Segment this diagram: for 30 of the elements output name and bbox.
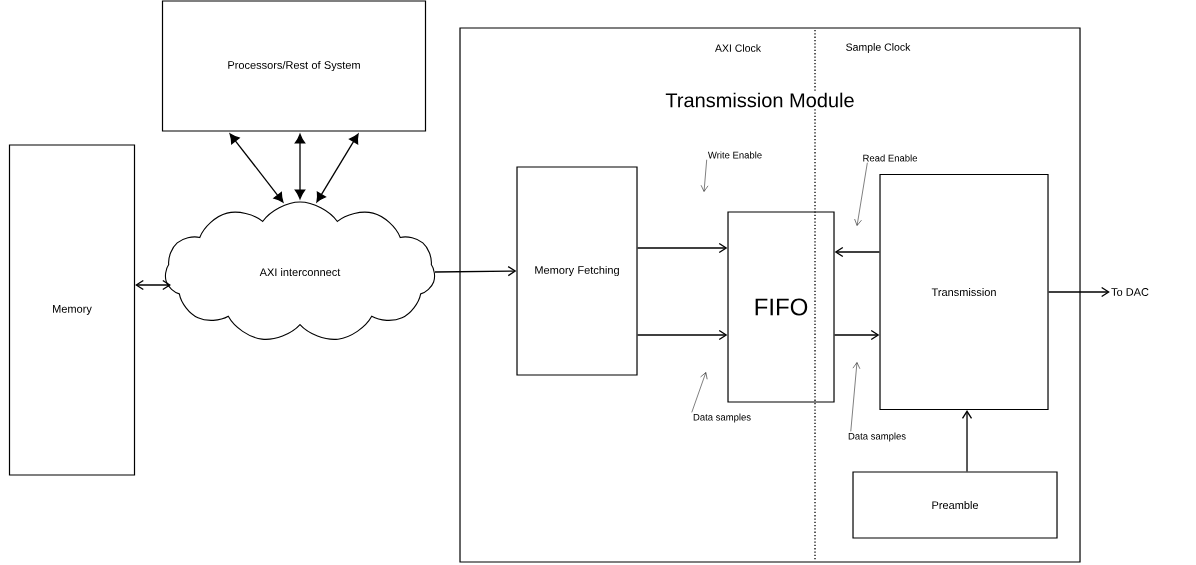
signal-label: Read Enable xyxy=(863,154,918,162)
arrow xyxy=(834,246,881,258)
arrow xyxy=(961,410,973,473)
block-box: FIFO xyxy=(727,211,835,403)
arrow xyxy=(229,133,284,203)
arrow xyxy=(636,242,728,254)
leader-line xyxy=(850,362,861,432)
leader-line xyxy=(700,159,709,192)
arrow xyxy=(316,133,359,203)
signal-label: To DAC xyxy=(1111,288,1149,296)
signal-label: Data samples xyxy=(848,432,906,442)
clock-label: Sample Clock xyxy=(844,42,912,54)
leader-line xyxy=(854,162,868,226)
block-box: Preamble xyxy=(852,471,1058,539)
arrow xyxy=(294,133,306,200)
signal-label: Write Enable xyxy=(707,151,762,159)
clock-label: AXI Clock xyxy=(713,43,763,53)
leader-line xyxy=(691,372,708,413)
block-box: Transmission xyxy=(879,173,1049,411)
module-title: Transmission Module xyxy=(664,91,856,109)
arrow xyxy=(434,265,517,277)
arrow xyxy=(1047,286,1110,298)
signal-label: Data samples xyxy=(693,413,751,423)
arrow xyxy=(636,329,728,341)
arrow xyxy=(135,279,171,291)
block-box: Processors/Rest of System xyxy=(161,0,427,132)
block-box: Memory xyxy=(8,144,136,476)
interconnect-cloud: AXI interconnect xyxy=(164,201,436,340)
arrow xyxy=(833,329,880,341)
block-box: Memory Fetching xyxy=(516,166,638,376)
